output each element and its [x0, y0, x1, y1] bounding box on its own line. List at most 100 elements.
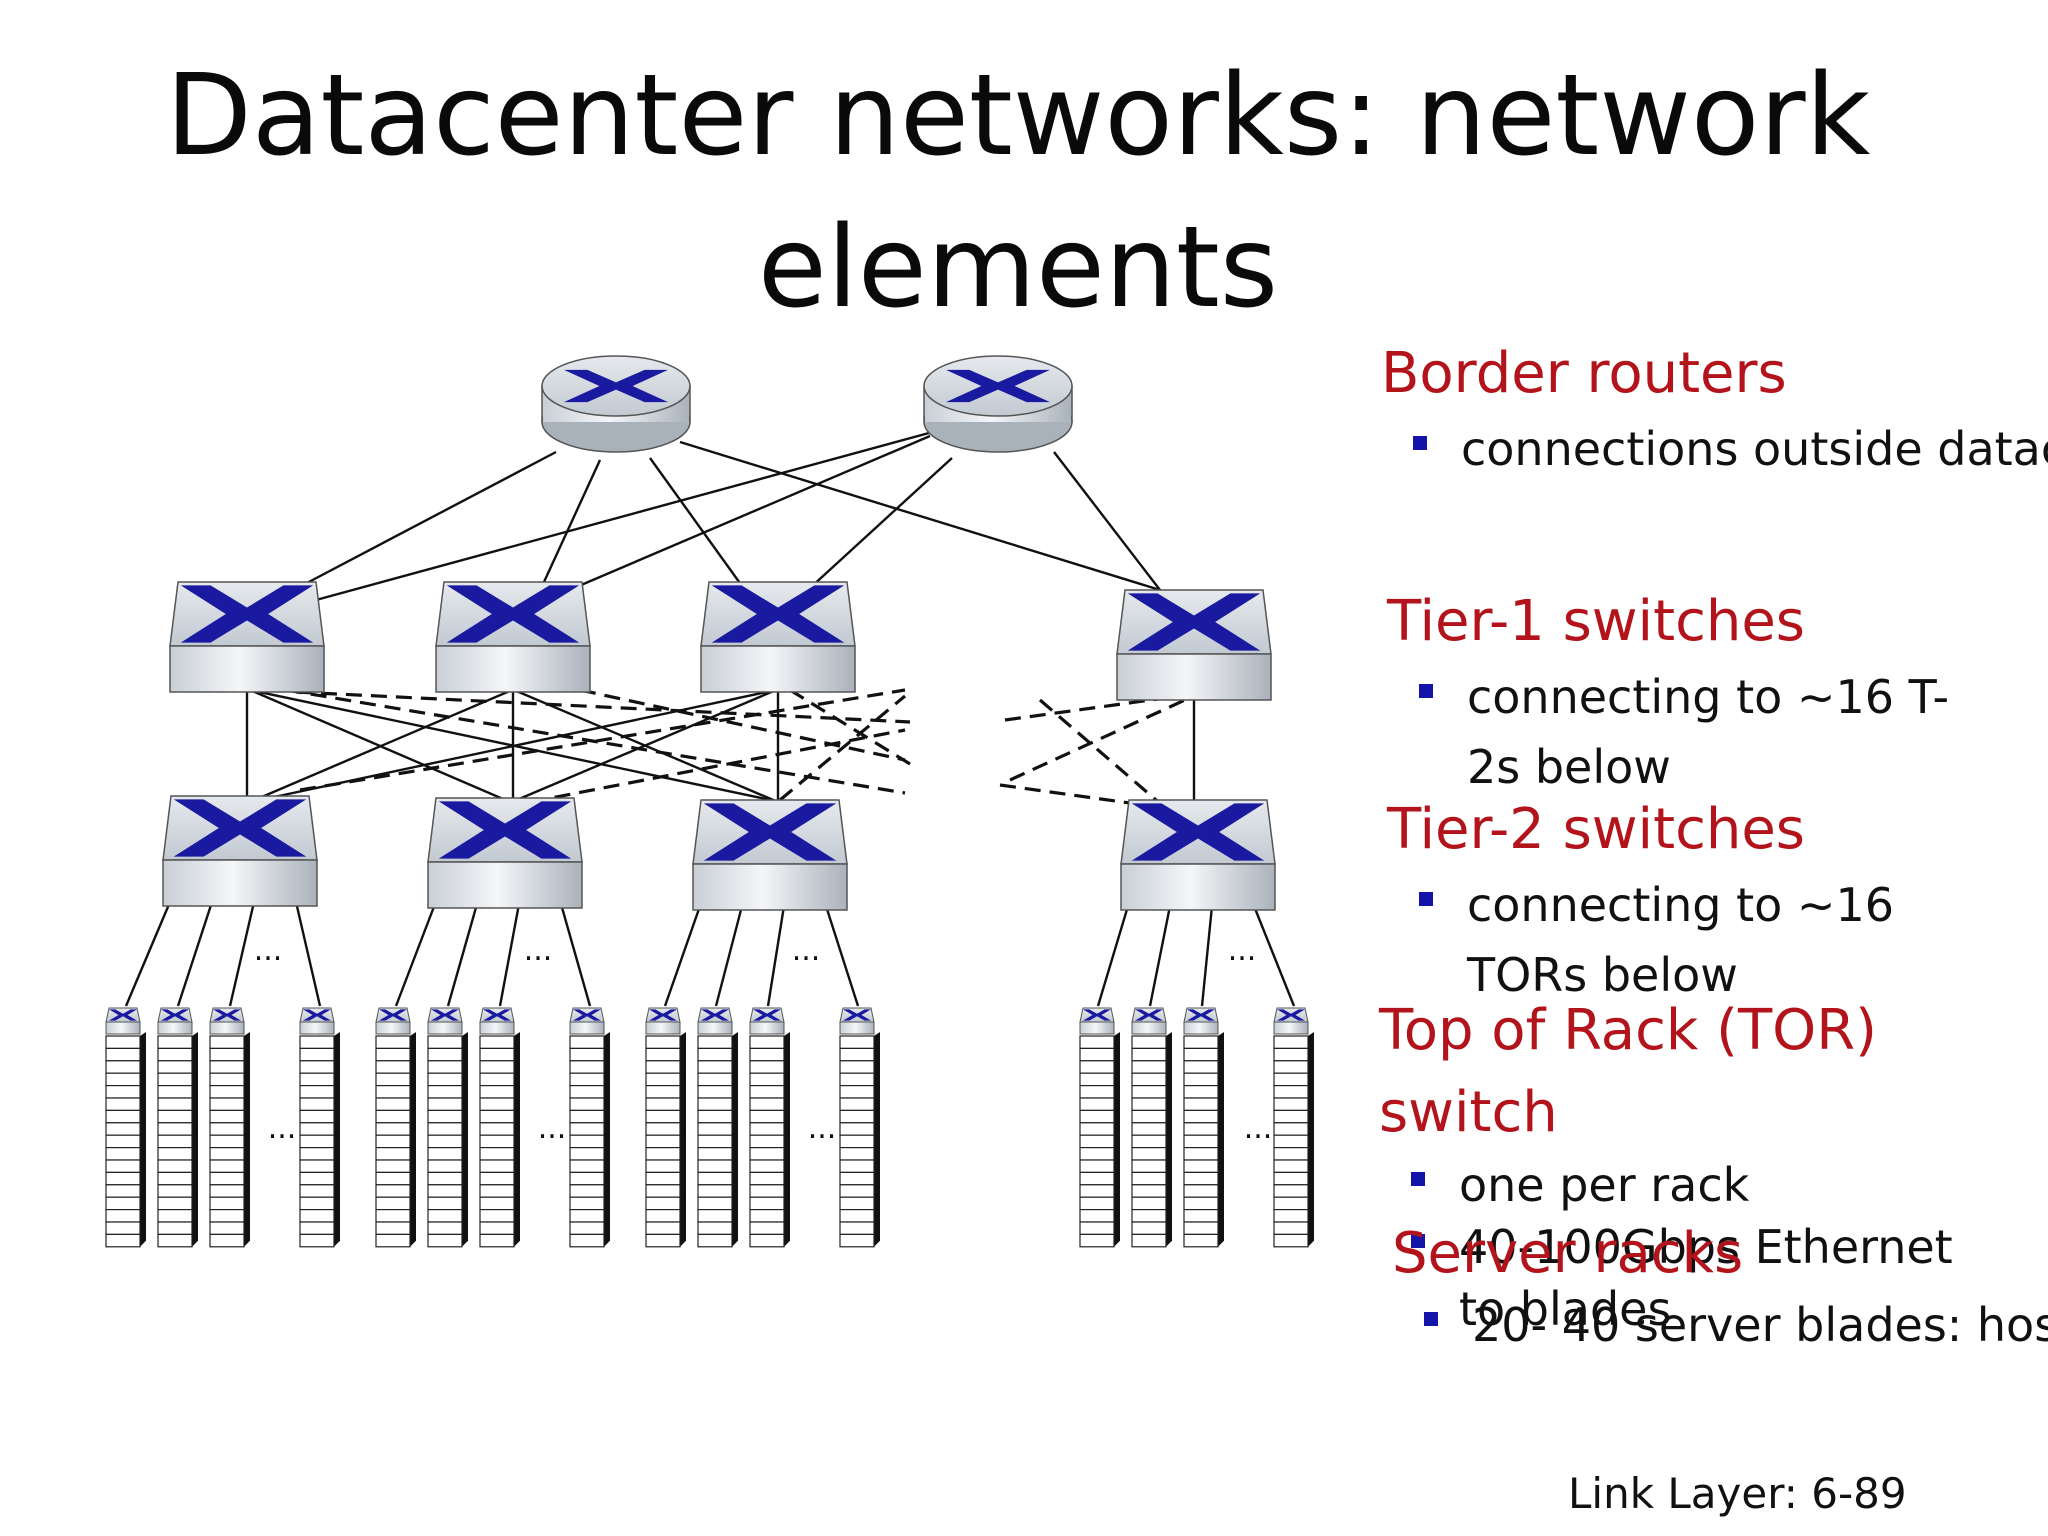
tor-bullet-2-cont: to blades	[1459, 1282, 1672, 1336]
server-blade	[697, 1208, 733, 1223]
server-blade	[299, 1184, 335, 1198]
server-blade	[1273, 1171, 1309, 1186]
server-blade	[157, 1184, 193, 1198]
tier1-bullet: connecting to ~16 T-	[1419, 662, 1949, 732]
tor-link	[394, 903, 437, 1007]
server-blade	[1131, 1035, 1167, 1049]
ellipsis-mark: ...	[792, 933, 821, 968]
server-blade	[1079, 1109, 1115, 1124]
server-blade	[157, 1097, 193, 1111]
server-rack-3	[209, 1007, 250, 1248]
switch-face	[169, 645, 325, 693]
server-blade	[749, 1159, 785, 1173]
rack-shadow	[1218, 1032, 1224, 1247]
title-line-1: Datacenter networks: network	[165, 51, 1871, 181]
tor-link	[446, 903, 479, 1007]
server-blade	[105, 1159, 141, 1173]
server-blade	[299, 1109, 335, 1124]
server-blade	[569, 1084, 605, 1099]
server-rack-7	[479, 1007, 520, 1248]
server-blade	[1183, 1097, 1219, 1111]
switch-face	[1120, 863, 1276, 911]
server-blade	[375, 1060, 411, 1074]
rack-shadow	[874, 1032, 880, 1247]
server-blade	[479, 1208, 515, 1223]
server-rack-2	[157, 1007, 198, 1248]
server-blade	[209, 1233, 245, 1248]
switch-face	[1116, 653, 1272, 701]
tor-switch-face	[839, 1021, 875, 1035]
server-blade	[569, 1208, 605, 1223]
server-blade	[1131, 1060, 1167, 1074]
tier2-switch-2	[427, 797, 583, 909]
router-link	[809, 457, 953, 589]
rack-shadow	[1166, 1032, 1172, 1247]
server-blade	[1079, 1196, 1115, 1211]
ellipsis-mark: ...	[538, 1111, 567, 1146]
server-blade	[157, 1208, 193, 1223]
tor-link	[824, 905, 860, 1007]
server-blade	[749, 1221, 785, 1235]
dashed-link	[299, 688, 906, 792]
server-blade	[157, 1072, 193, 1087]
server-blade	[209, 1097, 245, 1111]
server-blade	[427, 1084, 463, 1099]
server-blade	[105, 1122, 141, 1136]
server-blade	[697, 1060, 733, 1074]
dashed-link	[295, 690, 911, 724]
server-blade	[1131, 1208, 1167, 1223]
router-link	[304, 450, 557, 586]
server-blade	[105, 1196, 141, 1211]
rack-shadow	[140, 1032, 146, 1247]
server-blade	[645, 1097, 681, 1111]
server-blade	[299, 1233, 335, 1248]
server-blade	[569, 1109, 605, 1124]
server-blade	[1183, 1184, 1219, 1198]
tier-link	[511, 688, 777, 804]
server-blade	[209, 1134, 245, 1149]
server-blade	[479, 1184, 515, 1198]
server-blade	[645, 1221, 681, 1235]
server-blade	[479, 1146, 515, 1161]
router-link	[315, 428, 941, 602]
server-blade	[209, 1122, 245, 1136]
server-racks-heading: Server racks	[1392, 1221, 1744, 1286]
server-blade	[209, 1171, 245, 1186]
server-blade	[839, 1184, 875, 1198]
server-blade	[645, 1171, 681, 1186]
server-blade	[697, 1122, 733, 1136]
server-blade	[1131, 1072, 1167, 1087]
ellipsis-mark: ...	[1244, 1111, 1273, 1146]
server-blade	[479, 1060, 515, 1074]
tor-switch-face	[697, 1021, 733, 1035]
server-blade	[1131, 1146, 1167, 1161]
rack-shadow	[680, 1032, 686, 1247]
server-blade	[645, 1047, 681, 1062]
rack-shadow	[334, 1032, 340, 1247]
rack-shadow	[604, 1032, 610, 1247]
server-blade	[569, 1035, 605, 1049]
server-blade	[1273, 1109, 1309, 1124]
server-blade	[1079, 1072, 1115, 1087]
server-rack-16	[1273, 1007, 1314, 1248]
server-blade	[105, 1233, 141, 1248]
server-blade	[569, 1233, 605, 1248]
server-blade	[479, 1134, 515, 1149]
server-blade	[157, 1122, 193, 1136]
server-blade	[569, 1122, 605, 1136]
tier2-bullet: connecting to ~16	[1419, 870, 1894, 940]
server-blade	[479, 1035, 515, 1049]
server-blade	[157, 1233, 193, 1248]
router-link	[545, 434, 931, 602]
server-blade	[209, 1159, 245, 1173]
server-blade	[375, 1146, 411, 1161]
server-blade	[1183, 1134, 1219, 1149]
rack-shadow	[410, 1032, 416, 1247]
server-blade	[749, 1134, 785, 1149]
server-blade	[1131, 1097, 1167, 1111]
tor-bullet-1: one per rack	[1411, 1154, 1953, 1216]
rack-shadow	[732, 1032, 738, 1247]
server-blade	[697, 1109, 733, 1124]
tor-switch-face	[1079, 1021, 1115, 1035]
network-nodes: ........................	[105, 355, 1314, 1248]
